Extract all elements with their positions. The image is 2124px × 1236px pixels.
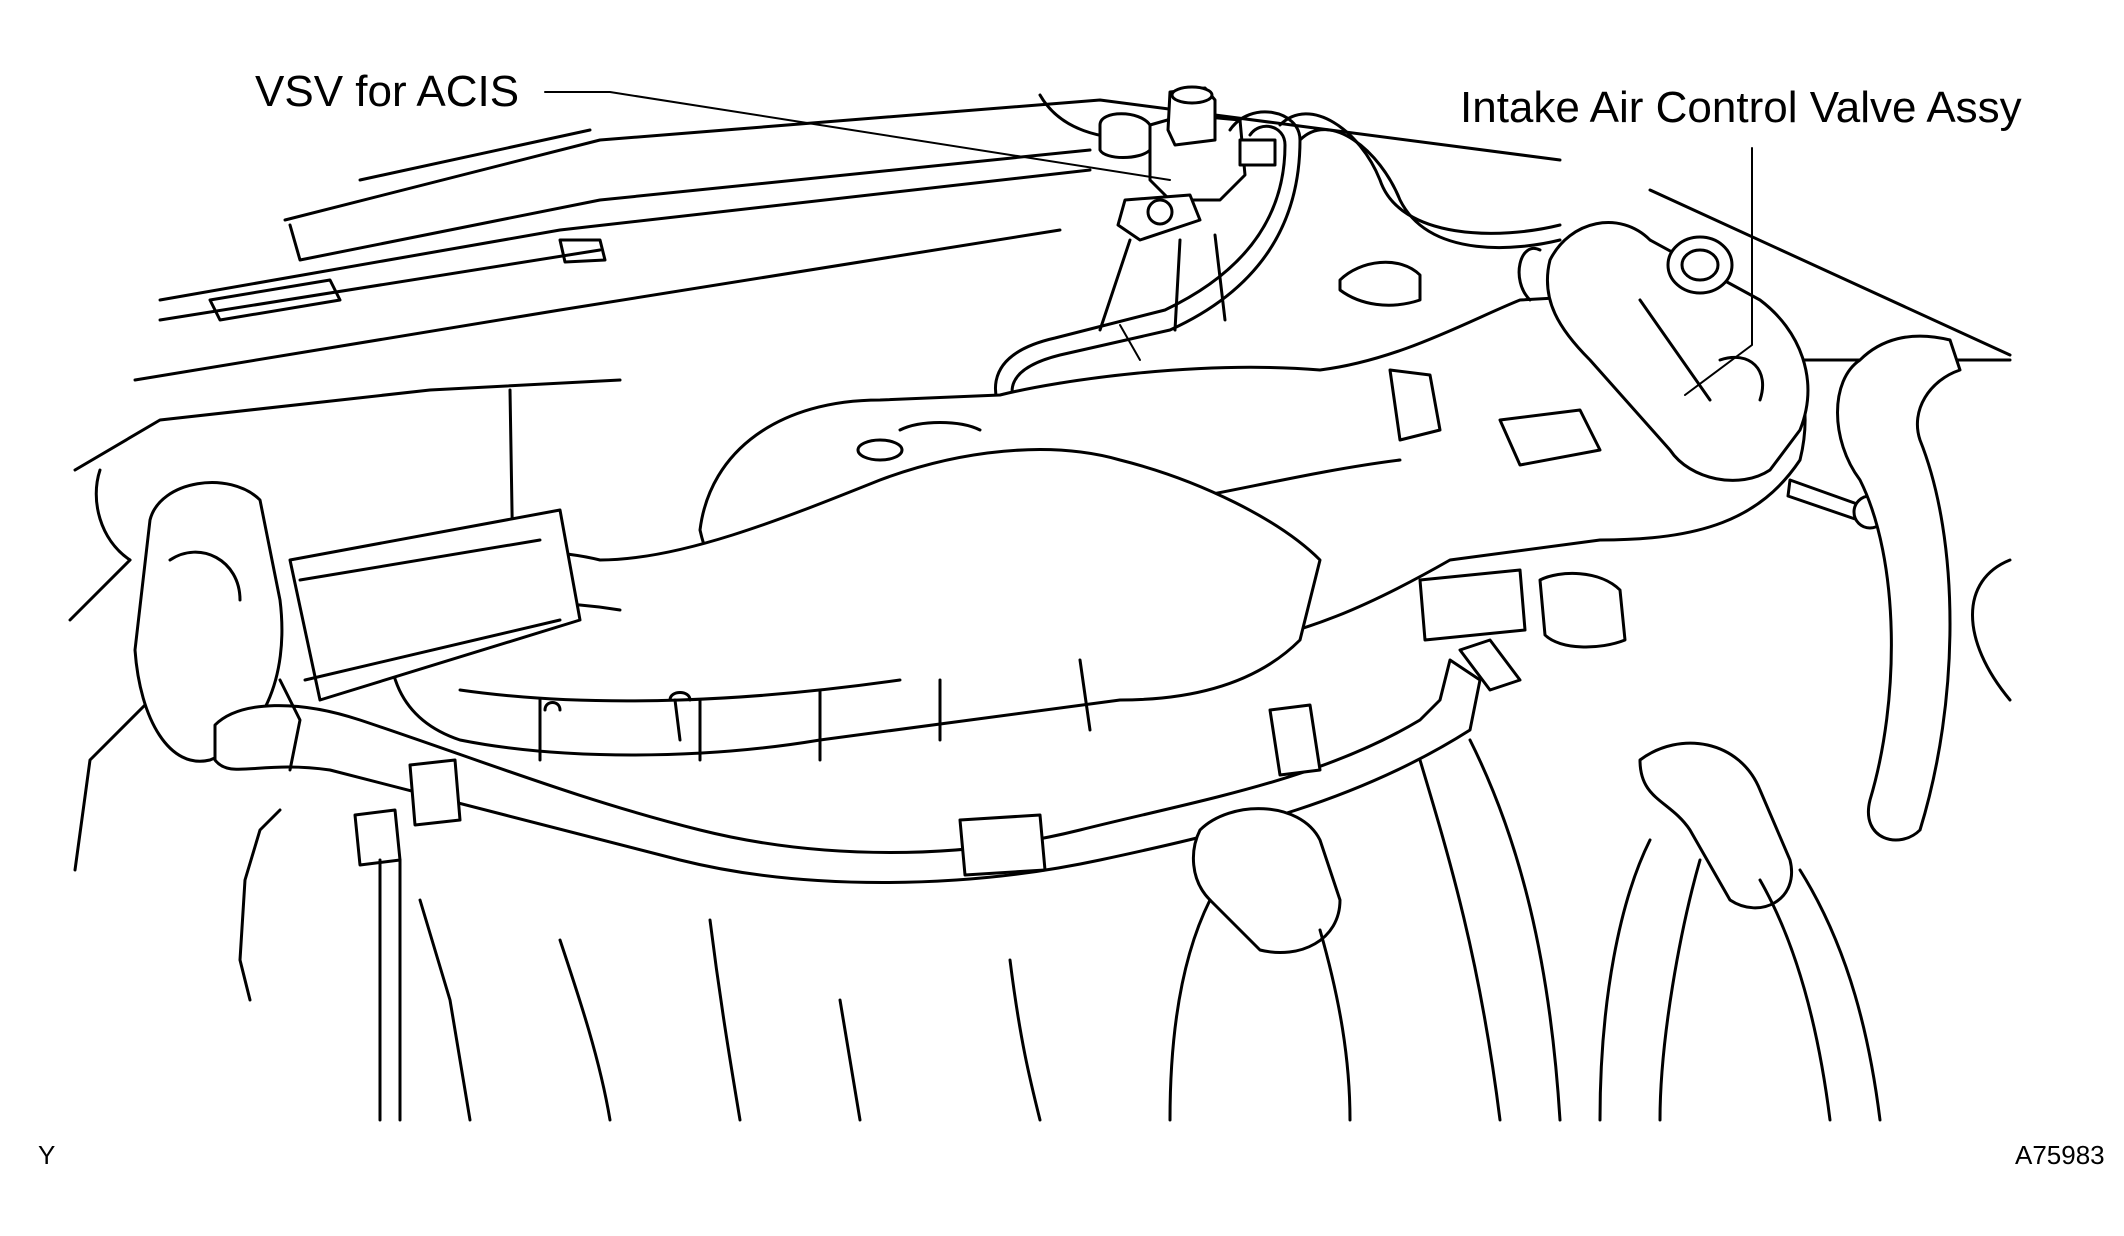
vacuum-hose — [993, 110, 1562, 442]
vsv-leader-line — [544, 91, 1171, 181]
corner-letter: Y — [38, 1140, 56, 1170]
engine-bay-background — [68, 93, 2012, 872]
valve-callout-label: Intake Air Control Valve Assy — [1460, 83, 2022, 132]
throttle-body — [94, 468, 582, 1122]
vsv-callout-label: VSV for ACIS — [255, 67, 520, 116]
radiator-hose — [558, 334, 1962, 1122]
vsv-for-acis — [1098, 85, 1277, 332]
leader-lines — [544, 91, 1753, 396]
valve-leader-line — [1684, 147, 1753, 396]
intake-air-control-valve-assy — [1517, 221, 1888, 530]
figure-code: A75983 — [2015, 1140, 2105, 1170]
harness-pipe — [213, 568, 1627, 884]
